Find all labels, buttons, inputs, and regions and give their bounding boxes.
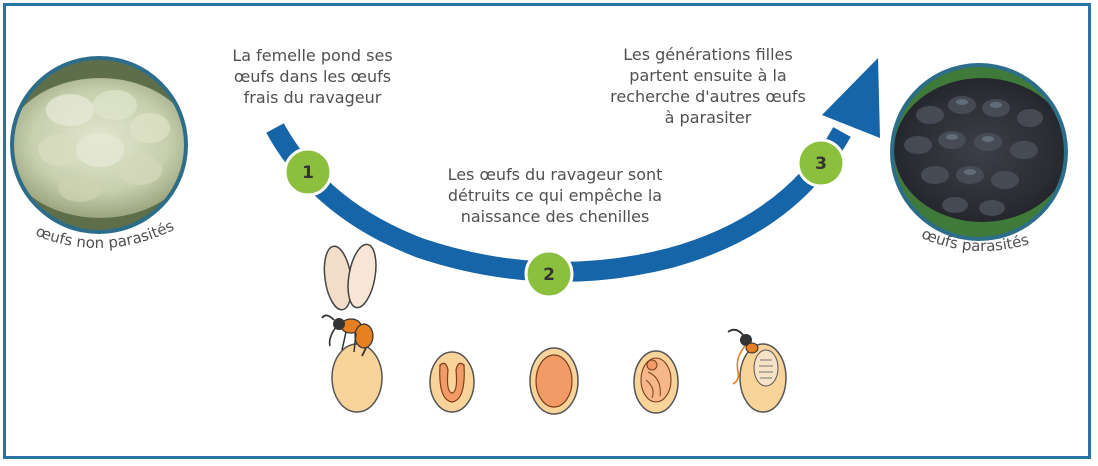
photo-parasitized-eggs: [890, 63, 1068, 241]
step-1-caption: La femelle pond ses œufs dans les œufs f…: [232, 46, 393, 107]
egg-with-pupa-icon: [633, 350, 679, 414]
step-badge-1: 1: [283, 147, 333, 197]
step-3-caption: Les générations filles partent ensuite à…: [610, 45, 806, 127]
photo-unparasitized-eggs: [10, 56, 188, 234]
egg-consumed-icon: [529, 347, 579, 415]
svg-text:1: 1: [302, 163, 314, 183]
step-badge-2: 2: [524, 249, 574, 299]
arrow-head-icon: [822, 58, 880, 138]
step-badge-3: 3: [796, 138, 846, 188]
wasp-emerging-icon: [727, 328, 787, 413]
svg-text:3: 3: [815, 154, 827, 174]
egg-with-larva-icon: [429, 351, 475, 413]
step-2-caption: Les œufs du ravageur sont détruits ce qu…: [447, 165, 663, 226]
wasp-laying-egg-icon: [321, 243, 383, 413]
svg-text:2: 2: [543, 265, 555, 285]
